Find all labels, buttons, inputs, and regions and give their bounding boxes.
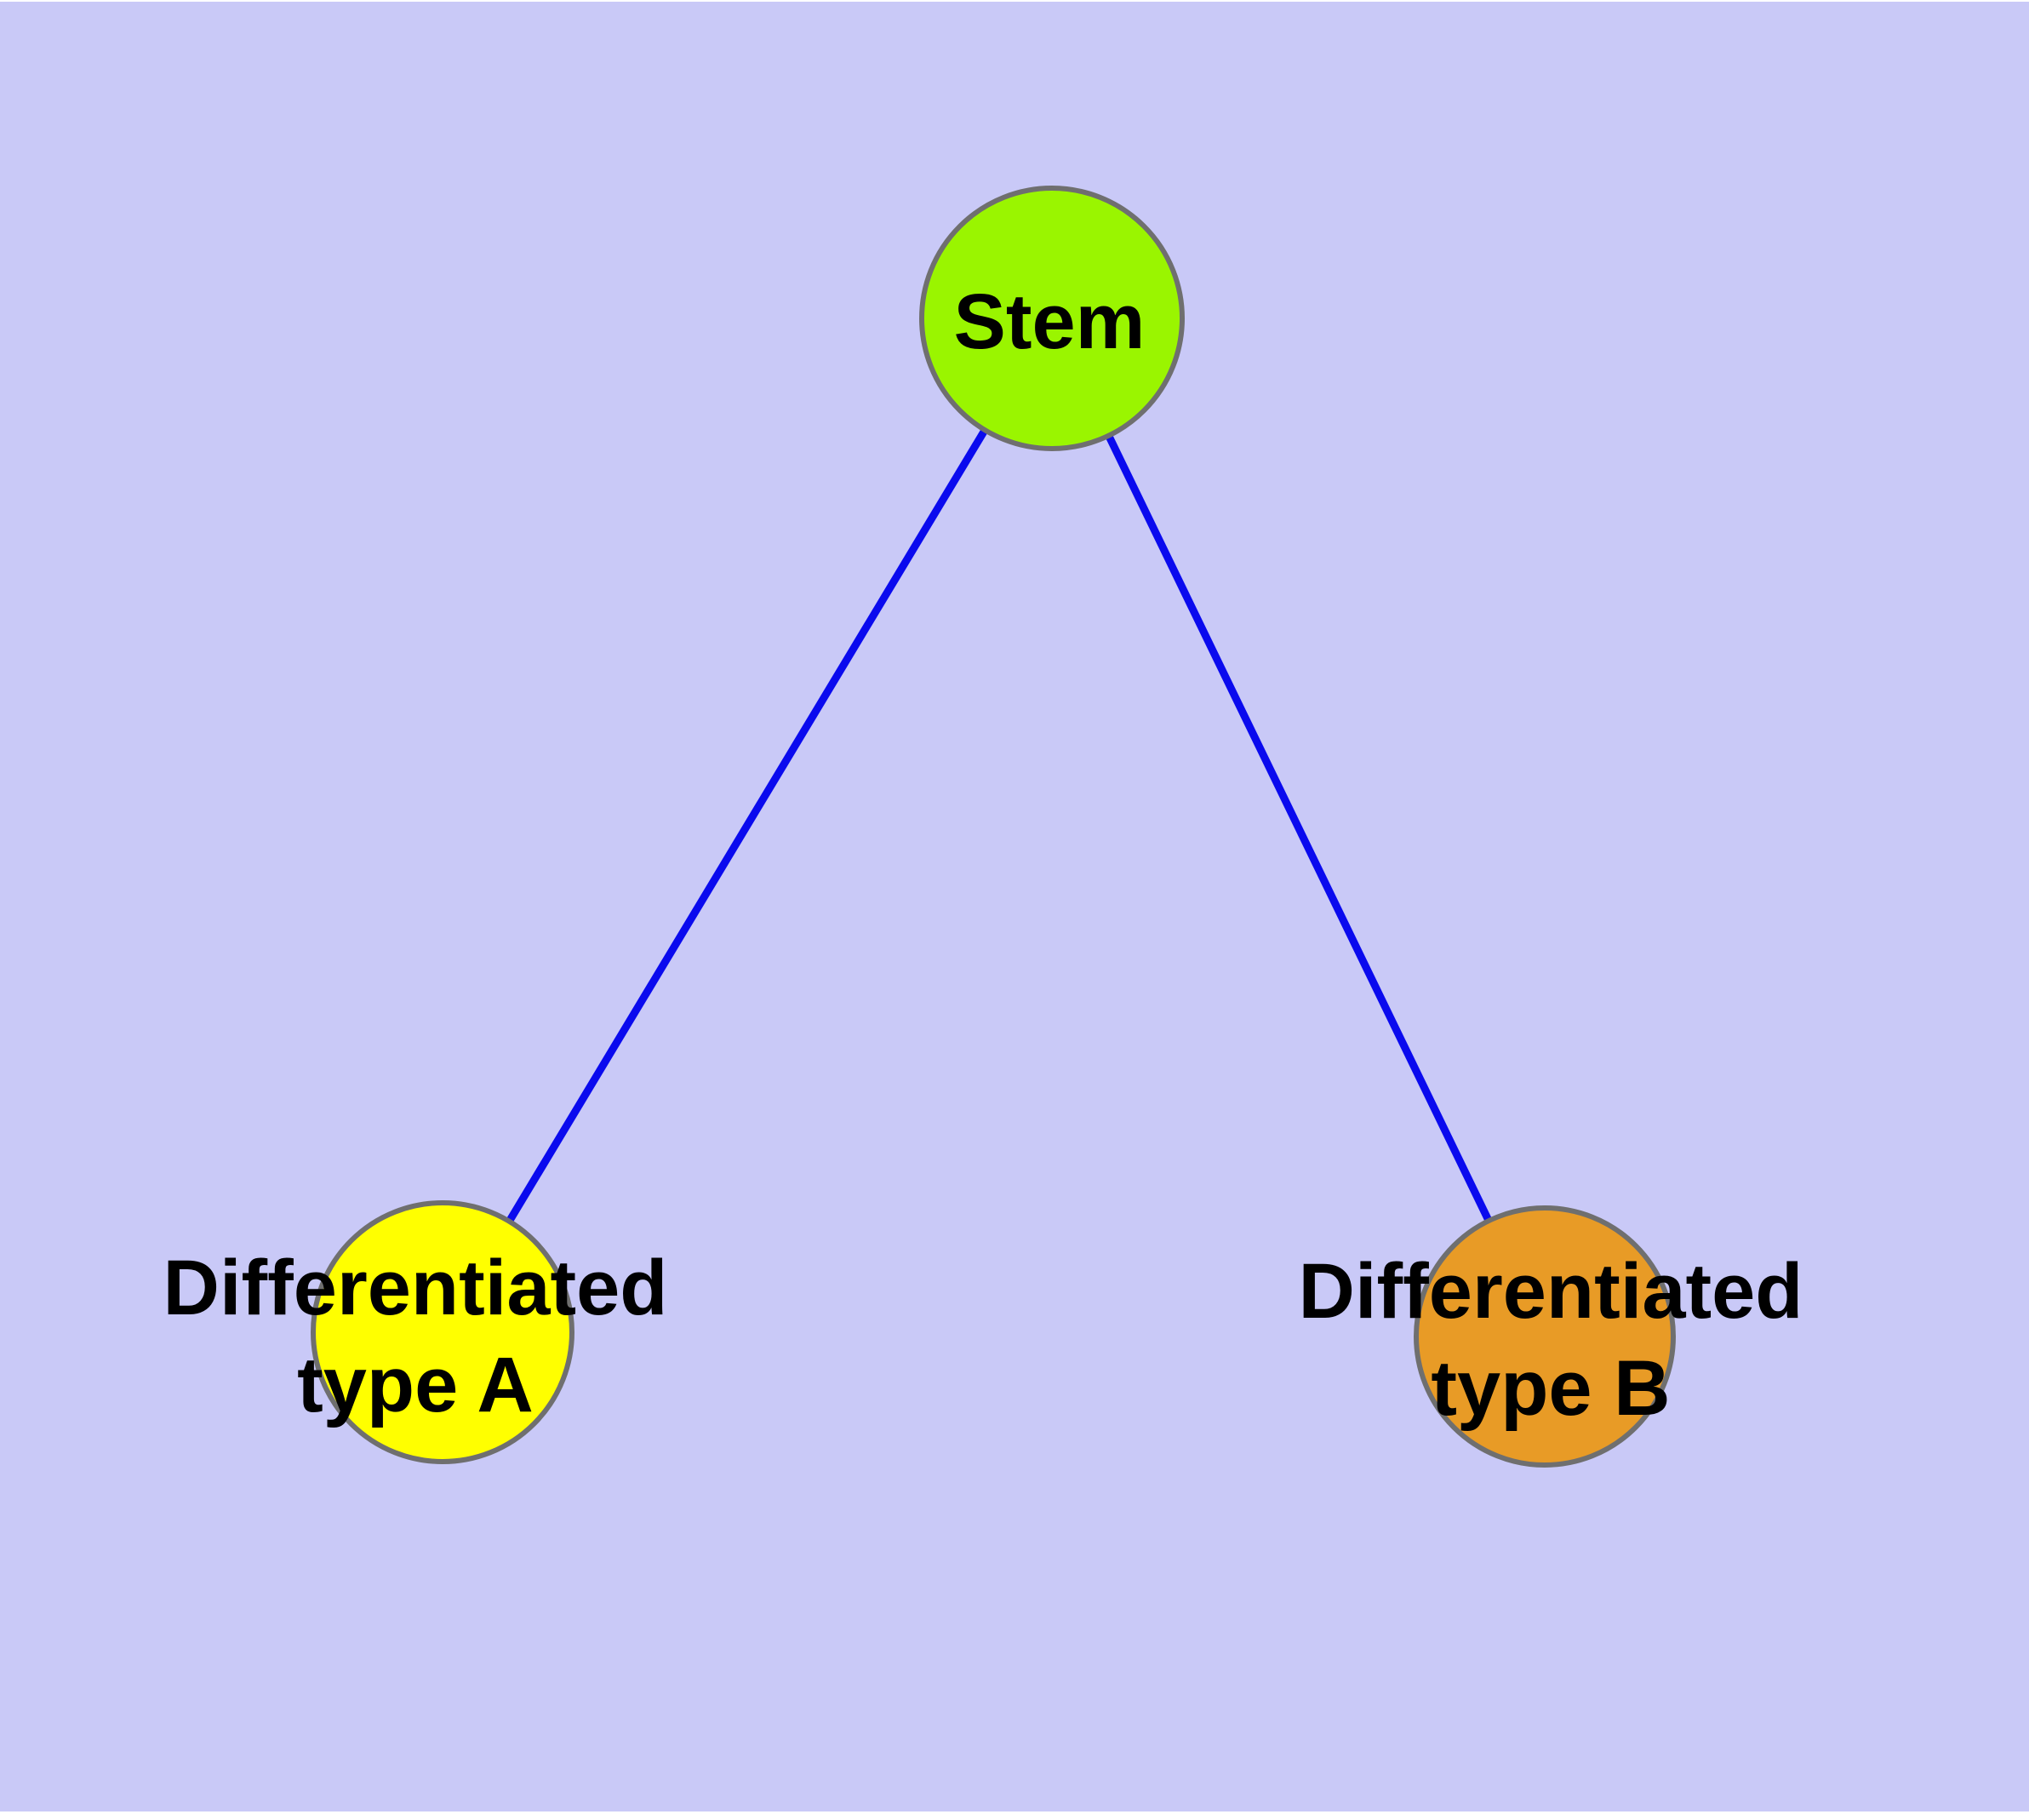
edge-stem-to-differentiated-type-b bbox=[1048, 317, 1549, 1338]
node-circle-differentiated-type-b bbox=[1414, 1205, 1676, 1468]
node-circle-stem bbox=[919, 186, 1185, 451]
nodes-layer bbox=[311, 186, 1676, 1468]
node-circle-differentiated-type-a bbox=[311, 1200, 574, 1464]
edges-layer bbox=[439, 316, 1549, 1338]
edge-stem-to-differentiated-type-a bbox=[439, 316, 1055, 1335]
